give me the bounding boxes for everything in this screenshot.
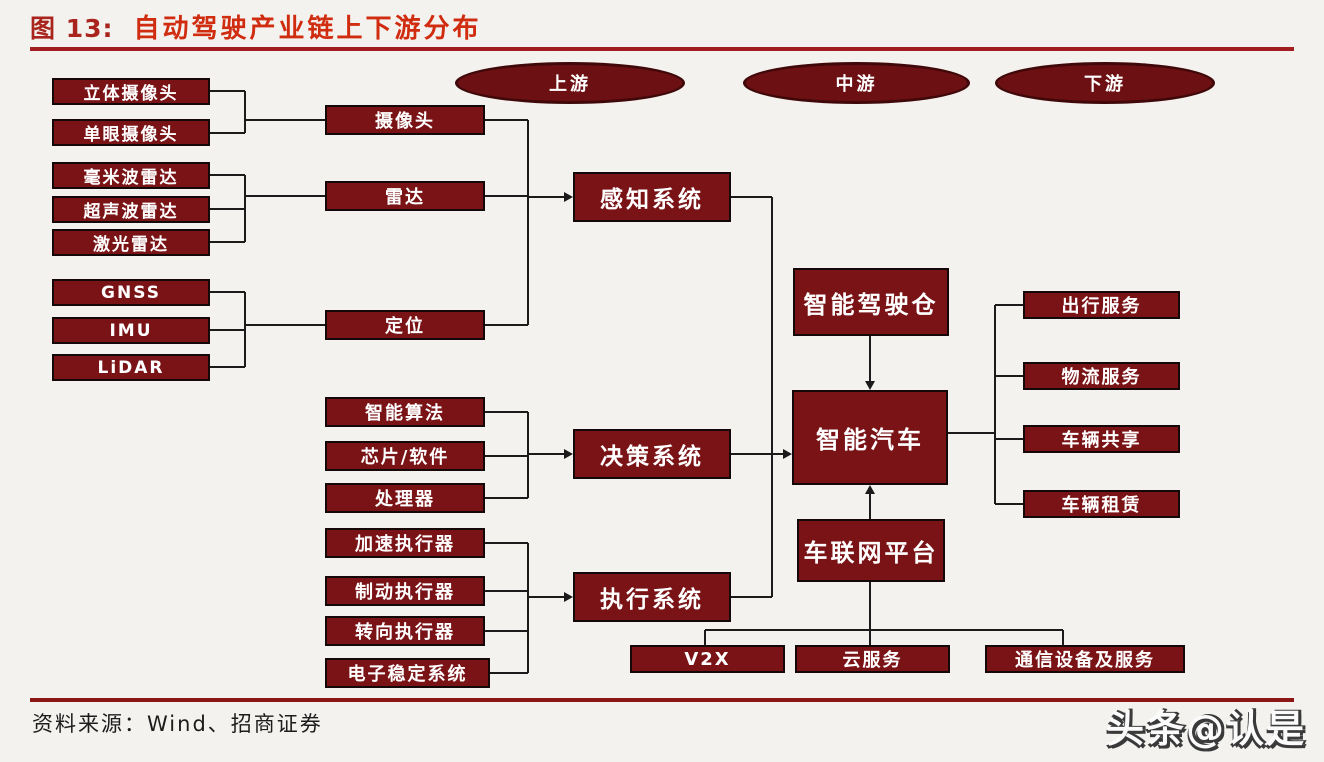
node-positioning: 定位 (325, 310, 485, 340)
figure-number-label: 图 13: (30, 14, 114, 43)
node-smart-car: 智能汽车 (792, 390, 948, 485)
node-perception-system: 感知系统 (573, 172, 731, 222)
node-travel-service: 出行服务 (1023, 291, 1180, 319)
node-esc: 电子稳定系统 (325, 658, 490, 688)
arrowheads (564, 192, 875, 602)
stage-midstream: 中游 (743, 62, 970, 104)
node-iov-platform: 车联网平台 (797, 519, 945, 582)
node-laser-radar: 激光雷达 (52, 229, 210, 256)
node-decision-system: 决策系统 (573, 429, 731, 479)
node-brake-actuator: 制动执行器 (325, 576, 485, 606)
node-processor: 处理器 (325, 483, 485, 513)
node-cloud-service: 云服务 (795, 645, 950, 673)
node-mono-camera: 单眼摄像头 (52, 119, 210, 146)
node-chip-software: 芯片/软件 (325, 441, 485, 471)
stage-downstream: 下游 (995, 62, 1215, 104)
footer-rule (30, 698, 1294, 702)
stage-upstream: 上游 (455, 62, 685, 104)
node-mmwave-radar: 毫米波雷达 (52, 162, 210, 189)
node-comm-service: 通信设备及服务 (985, 645, 1185, 673)
node-steering-actuator: 转向执行器 (325, 616, 485, 646)
figure-header: 图 13: 自动驾驶产业链上下游分布 (30, 8, 482, 45)
node-accel-actuator: 加速执行器 (325, 528, 485, 558)
node-execution-system: 执行系统 (573, 572, 731, 622)
node-v2x: V2X (630, 645, 785, 673)
watermark: 头条@认是 (1105, 707, 1306, 751)
node-camera: 摄像头 (325, 105, 485, 135)
title-rule (30, 47, 1294, 51)
node-imu: IMU (52, 317, 210, 344)
node-stereo-camera: 立体摄像头 (52, 78, 210, 105)
node-vehicle-rental: 车辆租赁 (1023, 490, 1180, 518)
node-smart-algorithm: 智能算法 (325, 397, 485, 427)
node-radar: 雷达 (325, 181, 485, 211)
figure-title: 自动驾驶产业链上下游分布 (133, 14, 482, 44)
node-smart-cockpit: 智能驾驶仓 (793, 268, 949, 336)
node-lidar: LiDAR (52, 354, 210, 381)
node-ultrasonic-radar: 超声波雷达 (52, 196, 210, 223)
node-logistics-service: 物流服务 (1023, 362, 1180, 390)
node-gnss: GNSS (52, 279, 210, 306)
node-vehicle-sharing: 车辆共享 (1023, 425, 1180, 453)
source-note: 资料来源：Wind、招商证券 (32, 712, 323, 736)
